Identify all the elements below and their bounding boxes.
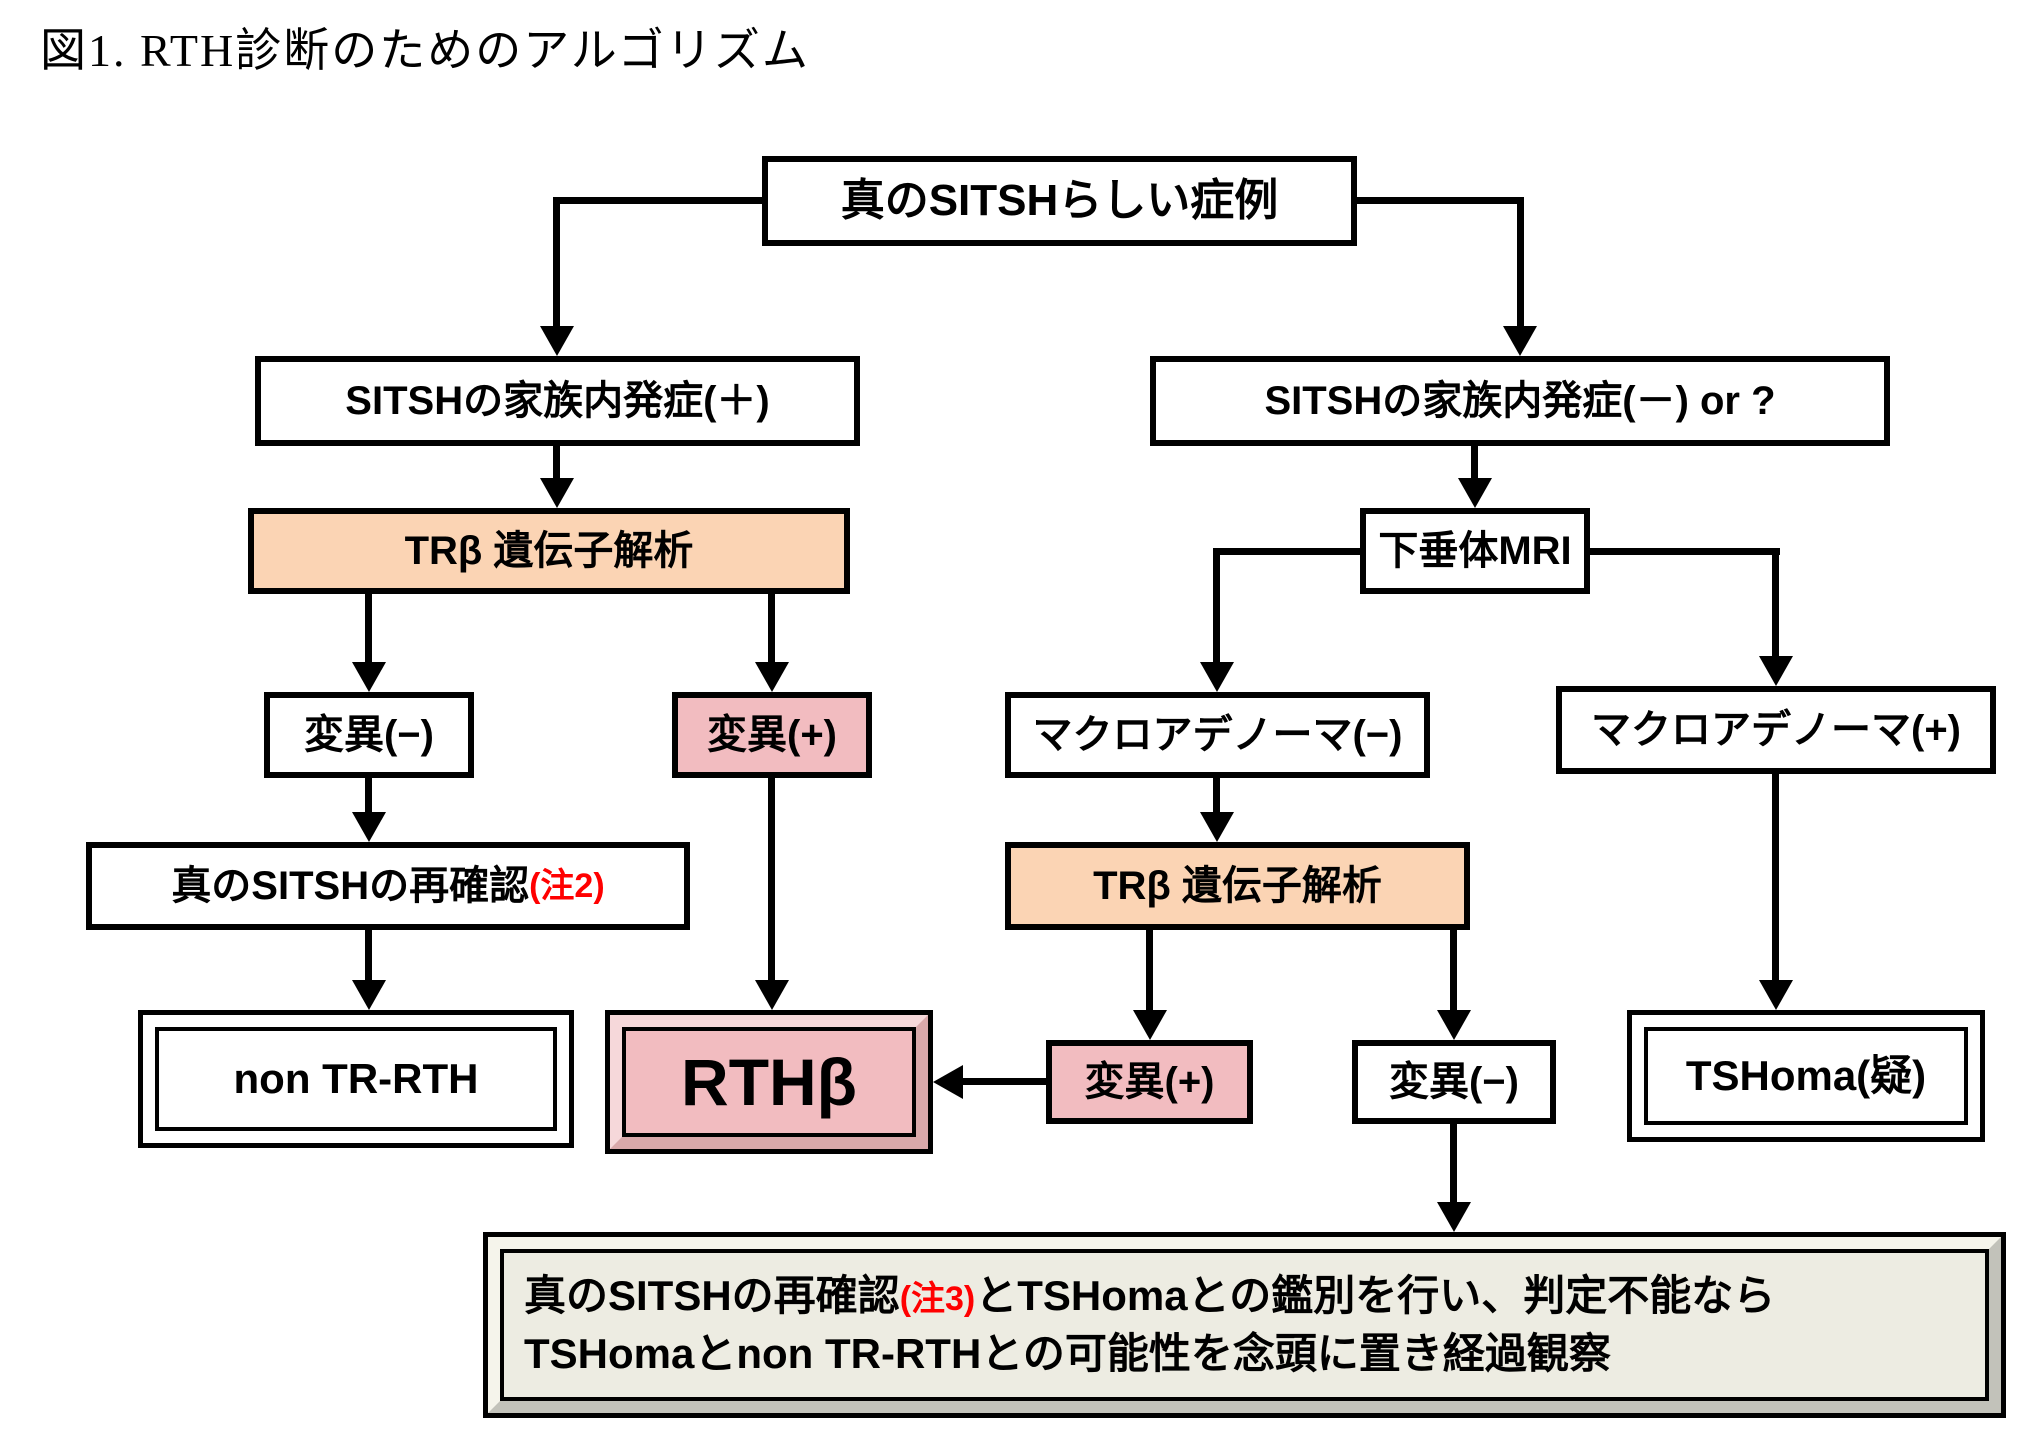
arrow-root-to-family-plus-h xyxy=(554,197,762,204)
node-rth-beta: RTHβ xyxy=(605,1010,933,1154)
non-tr-rth-label: non TR-RTH xyxy=(155,1027,557,1131)
arrow-mut-plus-right-to-rthb-h xyxy=(959,1078,1046,1085)
arrow-macro-plus-to-tshoma-v xyxy=(1772,774,1779,980)
node-pituitary-mri: 下垂体MRI xyxy=(1360,508,1590,594)
arrow-macro-minus-to-trb-v xyxy=(1213,778,1220,812)
arrow-mut-plus-right-to-rthb-head xyxy=(933,1065,963,1099)
outcome-text: 真のSITSHの再確認(注3)とTSHomaとの鑑別を行い、判定不能なら TSH… xyxy=(500,1249,1989,1401)
rth-beta-label: RTHβ xyxy=(622,1027,916,1137)
node-outcome: 真のSITSHの再確認(注3)とTSHomaとの鑑別を行い、判定不能なら TSH… xyxy=(483,1232,2006,1418)
rth-beta-frame: RTHβ xyxy=(610,1015,928,1149)
non-tr-rth-frame: non TR-RTH xyxy=(143,1015,569,1143)
arrow-root-to-family-plus-v xyxy=(553,197,560,326)
tshoma-label: TSHoma(疑) xyxy=(1644,1027,1968,1125)
recheck-label: 真のSITSHの再確認 xyxy=(171,864,530,908)
arrow-mut-plus-to-rthb-head xyxy=(755,980,789,1010)
node-macroadenoma-minus: マクロアデノーマ(−) xyxy=(1005,692,1430,778)
arrow-root-to-family-minus-head xyxy=(1503,326,1537,356)
arrow-macro-plus-to-tshoma-head xyxy=(1759,980,1793,1010)
outcome-line1-post: とTSHomaとの鑑別を行い、判定不能なら xyxy=(975,1272,1776,1320)
arrow-mri-to-macro-minus-h xyxy=(1214,548,1360,555)
arrow-mut-minus-right-to-outcome-head xyxy=(1437,1202,1471,1232)
arrow-mut-plus-to-rthb-v xyxy=(768,778,775,980)
arrow-trbr-to-mut-plus-v xyxy=(1146,930,1153,1010)
node-true-sitsh: 真のSITSHらしい症例 xyxy=(762,156,1357,246)
outcome-frame: 真のSITSHの再確認(注3)とTSHomaとの鑑別を行い、判定不能なら TSH… xyxy=(488,1237,2001,1413)
arrow-mri-to-macro-minus-head xyxy=(1200,662,1234,692)
arrow-recheck-to-nontrrth-v xyxy=(365,930,372,980)
arrow-trbr-to-mut-minus-head xyxy=(1437,1010,1471,1040)
node-mutation-plus-right: 変異(+) xyxy=(1046,1040,1253,1124)
node-trb-gene-analysis-right: TRβ 遺伝子解析 xyxy=(1005,842,1470,930)
arrow-family-plus-to-trb-v xyxy=(553,446,560,478)
node-trb-gene-analysis-left: TRβ 遺伝子解析 xyxy=(248,508,850,594)
arrow-family-minus-to-mri-head xyxy=(1458,478,1492,508)
node-family-minus: SITSHの家族内発症(－) or ? xyxy=(1150,356,1890,446)
arrow-trbr-to-mut-plus-head xyxy=(1133,1010,1167,1040)
outcome-line1-pre: 真のSITSHの再確認 xyxy=(524,1272,900,1320)
arrow-mri-to-macro-plus-head xyxy=(1759,656,1793,686)
node-non-tr-rth: non TR-RTH xyxy=(138,1010,574,1148)
node-mutation-plus-left: 変異(+) xyxy=(672,692,872,778)
arrow-trb-to-mut-minus-head xyxy=(352,662,386,692)
node-tshoma: TSHoma(疑) xyxy=(1627,1010,1985,1142)
arrow-mri-to-macro-plus-v xyxy=(1772,548,1779,656)
node-mutation-minus-right: 変異(−) xyxy=(1352,1040,1556,1124)
node-family-plus: SITSHの家族内発症(＋) xyxy=(255,356,860,446)
arrow-mri-to-macro-plus-h xyxy=(1590,548,1780,555)
figure-title: 図1. RTH診断のためのアルゴリズム xyxy=(40,25,810,76)
outcome-line2: TSHomaとnon TR-RTHとの可能性を念頭に置き経過観察 xyxy=(524,1330,1611,1377)
arrow-macro-minus-to-trb-head xyxy=(1200,812,1234,842)
node-recheck-sitsh: 真のSITSHの再確認(注2) xyxy=(86,842,690,930)
arrow-root-to-family-plus-head xyxy=(540,326,574,356)
arrow-trb-to-mut-plus-head xyxy=(755,662,789,692)
node-mutation-minus-left: 変異(−) xyxy=(264,692,474,778)
arrow-mut-minus-to-recheck-head xyxy=(352,812,386,842)
arrow-root-to-family-minus-v xyxy=(1517,197,1524,326)
arrow-trb-to-mut-minus-v xyxy=(365,594,372,662)
arrow-trbr-to-mut-minus-v xyxy=(1450,930,1457,1010)
outcome-note3: (注3) xyxy=(899,1280,976,1319)
arrow-recheck-to-nontrrth-head xyxy=(352,980,386,1010)
arrow-family-minus-to-mri-v xyxy=(1471,446,1478,478)
arrow-mri-to-macro-minus-v xyxy=(1213,548,1220,662)
node-macroadenoma-plus: マクロアデノーマ(+) xyxy=(1556,686,1996,774)
arrow-family-plus-to-trb-head xyxy=(540,478,574,508)
outcome-line1: 真のSITSHの再確認(注3)とTSHomaとの鑑別を行い、判定不能なら xyxy=(524,1267,1775,1325)
arrow-mut-minus-to-recheck-v xyxy=(365,778,372,812)
tshoma-frame: TSHoma(疑) xyxy=(1632,1015,1980,1137)
arrow-root-to-family-minus-h xyxy=(1357,197,1524,204)
recheck-note2: (注2) xyxy=(529,867,605,905)
arrow-trb-to-mut-plus-v xyxy=(768,594,775,662)
arrow-mut-minus-right-to-outcome-v xyxy=(1450,1124,1457,1202)
